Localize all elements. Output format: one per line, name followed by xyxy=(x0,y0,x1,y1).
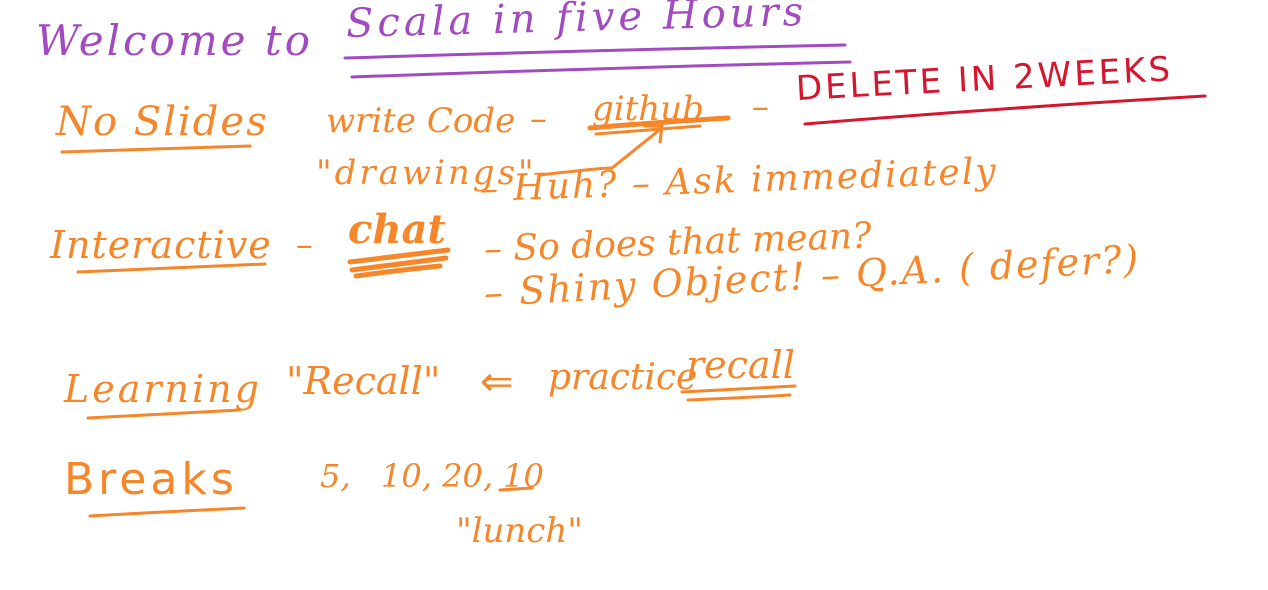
chat-text: chat xyxy=(348,206,446,253)
no-slides-underline xyxy=(60,144,252,154)
drawings-text: "drawings" xyxy=(316,153,537,193)
chat-scribble xyxy=(347,247,451,279)
breaks-label: Breaks xyxy=(64,454,238,505)
break-durations: 5, 10, 20, 10 xyxy=(320,457,544,495)
recall-underlined: recall xyxy=(686,343,795,387)
write-code-text: write Code xyxy=(326,101,516,141)
learning-underline xyxy=(86,408,242,420)
interactive-item-1: – Huh? – Ask immediately xyxy=(479,150,999,210)
interactive-label: Interactive xyxy=(50,223,272,267)
title-underline-1 xyxy=(343,43,847,60)
dash-2: – xyxy=(752,87,769,127)
dash-1: – xyxy=(530,99,547,139)
practice-text: practice xyxy=(548,357,698,398)
learning-label: Learning xyxy=(64,367,262,411)
recall-quoted: "Recall" xyxy=(286,359,441,403)
recall-underline-2 xyxy=(686,393,792,402)
implies-arrow: ⇐ xyxy=(480,359,514,405)
delete-notice: DELETE IN 2WEEKS xyxy=(794,49,1175,109)
no-slides-label: No Slides xyxy=(56,99,269,145)
title-underline-2 xyxy=(350,60,852,79)
lunch-text: "lunch" xyxy=(456,511,583,551)
title-course: Scala in five Hours xyxy=(345,0,808,47)
title-welcome: Welcome to xyxy=(36,16,314,65)
github-text: github xyxy=(592,89,704,129)
breaks-underline xyxy=(88,506,246,518)
interactive-dash: – xyxy=(296,225,313,265)
